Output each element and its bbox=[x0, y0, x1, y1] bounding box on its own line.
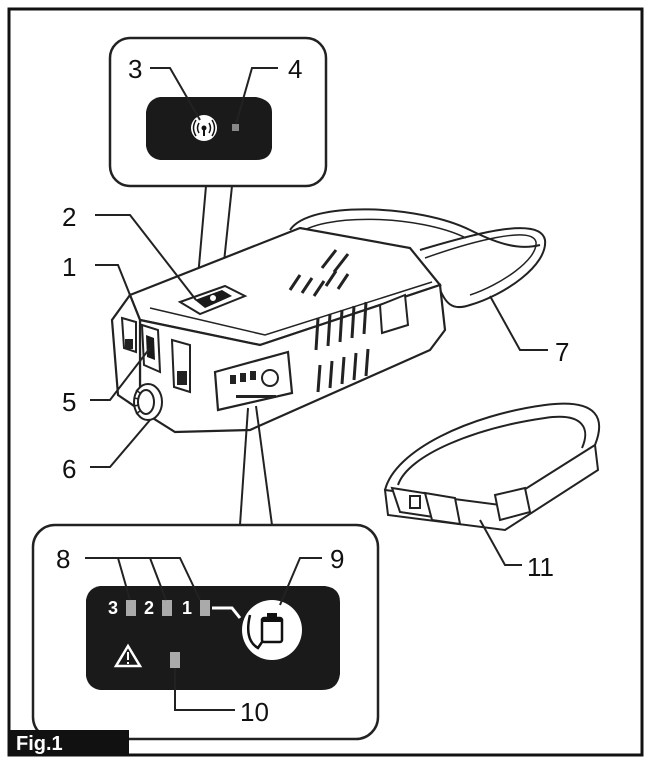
callout-11: 11 bbox=[527, 552, 554, 582]
callout-line-10 bbox=[174, 668, 235, 711]
level-lamp-3 bbox=[126, 600, 136, 616]
callout-line-3 bbox=[150, 67, 201, 121]
callout-4: 4 bbox=[288, 54, 302, 84]
callout-10: 10 bbox=[240, 697, 269, 727]
callout-line-8-a bbox=[117, 557, 131, 601]
bottom-inset-panel: 3 2 1 8 9 10 bbox=[31, 405, 380, 741]
front-vents bbox=[314, 301, 370, 393]
clip-left bbox=[120, 316, 191, 394]
callout-line-11 bbox=[479, 519, 522, 566]
callout-1: 1 bbox=[62, 252, 76, 282]
cable-inner bbox=[424, 234, 537, 296]
inset-pointer-bottom-right bbox=[255, 405, 273, 526]
side-panel bbox=[378, 293, 410, 335]
cable bbox=[419, 227, 547, 309]
callout-line-8 bbox=[85, 557, 201, 601]
callout-2: 2 bbox=[62, 202, 76, 232]
top-inset-panel: 3 4 bbox=[108, 36, 328, 301]
figure-caption: Fig.1 bbox=[9, 730, 129, 755]
caption-text: Fig.1 bbox=[16, 733, 63, 755]
callout-line-2 bbox=[95, 214, 197, 301]
callout-line-6 bbox=[90, 419, 151, 468]
status-lamp bbox=[232, 124, 239, 131]
callout-7: 7 bbox=[555, 337, 569, 367]
callout-line-4 bbox=[235, 67, 278, 125]
caption-background bbox=[9, 730, 129, 755]
belt-buckle bbox=[390, 486, 462, 526]
level-label-2: 2 bbox=[144, 598, 154, 618]
bottom-label-plate bbox=[86, 586, 340, 690]
callout-line-9 bbox=[279, 557, 322, 606]
device-edge bbox=[149, 281, 433, 336]
belt-strap-inner bbox=[397, 415, 587, 486]
warning-lamp bbox=[170, 652, 180, 668]
callout-9: 9 bbox=[330, 544, 344, 574]
level-lamp-1 bbox=[200, 600, 210, 616]
belt-illustration: 11 bbox=[383, 402, 601, 582]
callout-line-5 bbox=[90, 347, 151, 401]
connector-port bbox=[140, 323, 162, 374]
callout-5: 5 bbox=[62, 387, 76, 417]
callout-8: 8 bbox=[56, 544, 70, 574]
inset-pointer-bottom-left bbox=[239, 407, 249, 526]
indicator-window bbox=[213, 350, 294, 412]
callout-line-1 bbox=[95, 264, 131, 296]
power-switch bbox=[177, 284, 248, 316]
level-label-3: 3 bbox=[108, 598, 118, 618]
callout-line-8-b bbox=[149, 557, 167, 601]
adjust-knob bbox=[133, 383, 163, 421]
callout-3: 3 bbox=[128, 54, 142, 84]
callout-6: 6 bbox=[62, 454, 76, 484]
belt-loop bbox=[493, 486, 532, 522]
battery-level-indicators: 3 2 1 bbox=[108, 598, 210, 618]
cable-back bbox=[289, 208, 541, 248]
top-vents bbox=[288, 249, 350, 297]
level-label-1: 1 bbox=[182, 598, 192, 618]
device-illustration: 1 2 5 6 7 bbox=[62, 202, 569, 484]
wireless-icon bbox=[191, 115, 217, 141]
warning-icon bbox=[113, 643, 143, 668]
battery-icon bbox=[212, 600, 302, 660]
callout-line-7 bbox=[489, 295, 548, 351]
level-lamp-2 bbox=[162, 600, 172, 616]
